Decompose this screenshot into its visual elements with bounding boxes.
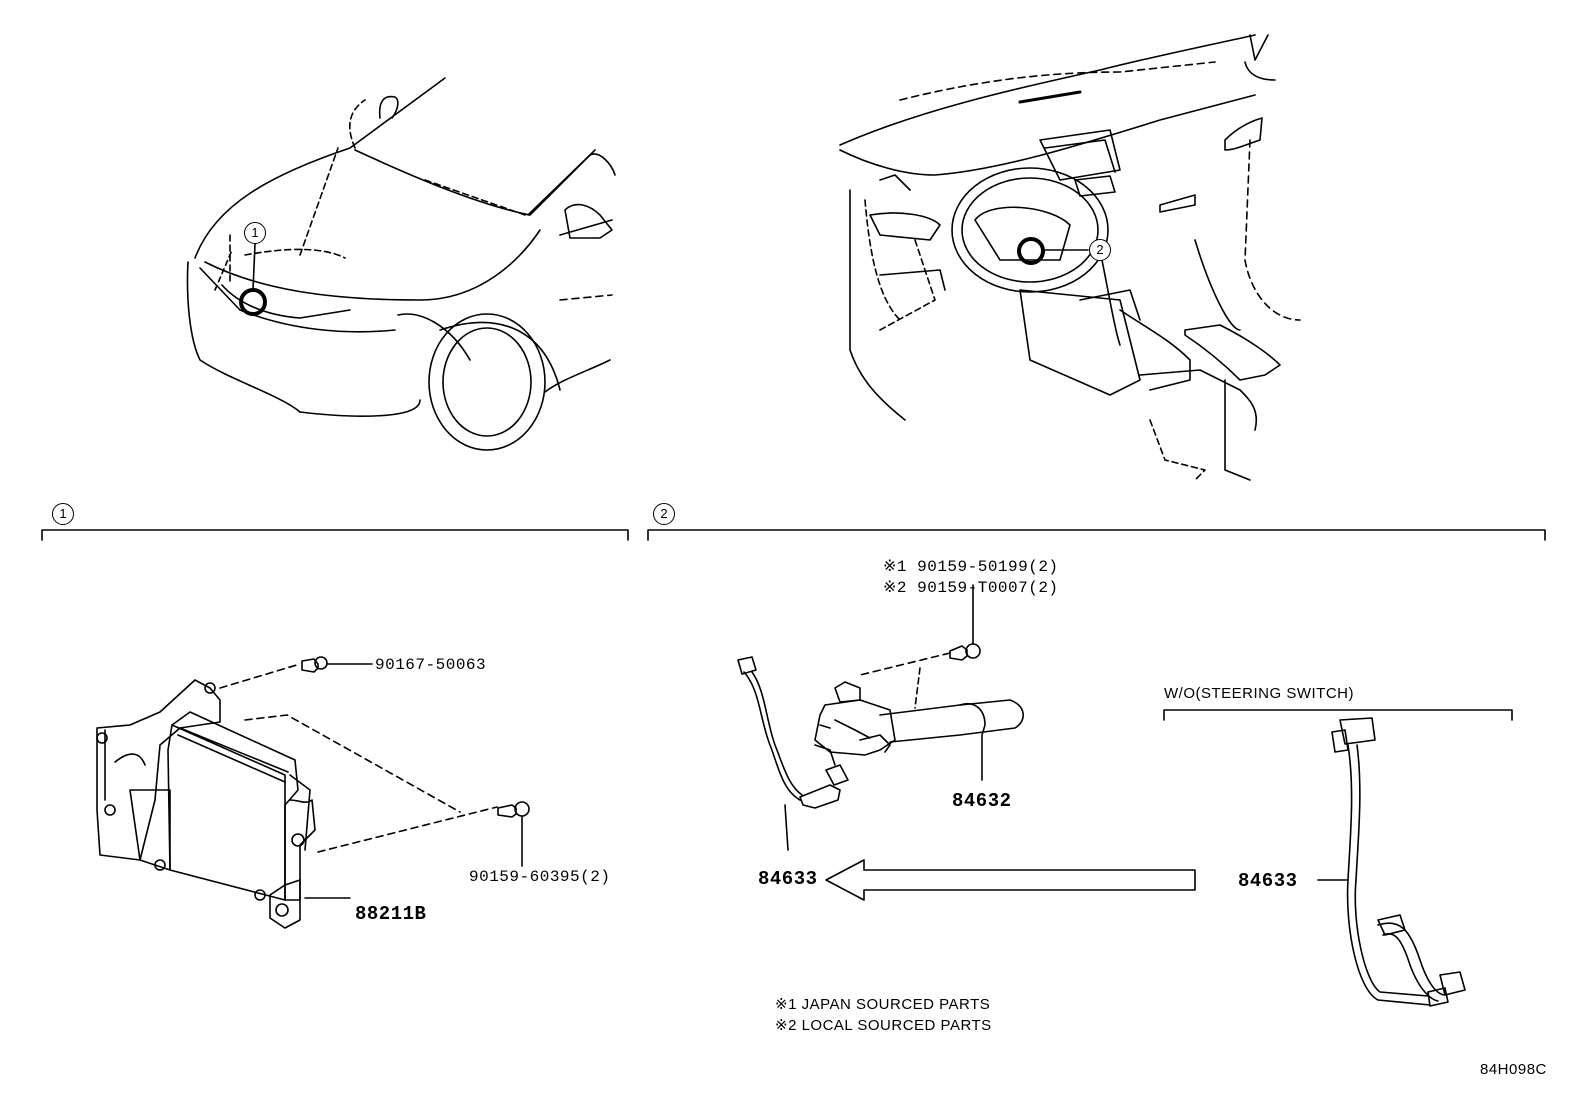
part-number-module: 88211B	[355, 903, 427, 925]
screw-note-1: ※1 90159-50199(2)	[883, 558, 1059, 576]
footnote-2: ※2 LOCAL SOURCED PARTS	[775, 1017, 992, 1034]
part-number-harness-right: 84633	[1238, 870, 1298, 892]
footnote-1: ※1 JAPAN SOURCED PARTS	[775, 996, 991, 1013]
part-number-bolt-top: 90167-50063	[375, 656, 487, 674]
screw-note-2: ※2 90159-T0007(2)	[883, 579, 1059, 597]
part-number-bolt-right: 90159-60395(2)	[469, 868, 611, 886]
steering-switch-illustration	[737, 584, 1513, 1007]
location-marker-2	[1017, 237, 1045, 265]
callout-2-top: 2	[1089, 239, 1111, 261]
part-number-switch: 84632	[952, 790, 1012, 812]
drawing-code: 84H098C	[1480, 1061, 1547, 1078]
variant-label: W/O(STEERING SWITCH)	[1164, 685, 1354, 702]
part-number-harness-left: 84633	[758, 868, 818, 890]
section-1-marker: 1	[52, 503, 74, 525]
section-2-marker: 2	[653, 503, 675, 525]
ecu-module-illustration	[96, 656, 530, 929]
car-interior-illustration	[839, 34, 1301, 481]
car-exterior-illustration	[186, 77, 616, 451]
callout-1-top: 1	[244, 222, 266, 244]
